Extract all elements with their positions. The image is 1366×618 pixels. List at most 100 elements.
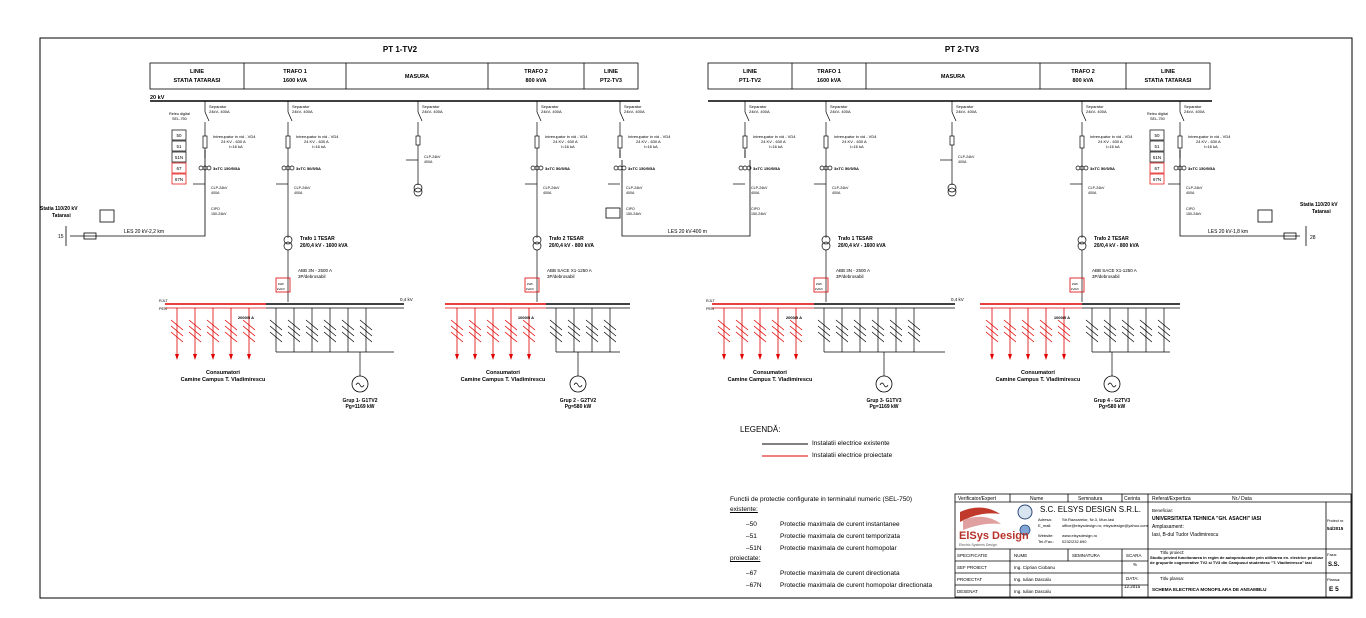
breaker-rating: 24 KV - 630 A [553,139,578,144]
tb-scara: SCARA [1126,553,1142,558]
meter-kwh: kWh [278,282,284,286]
s2-cell-linie: LINIE [743,69,757,75]
s1-cell-trafo1: TRAFO 1 [283,69,307,75]
breaker-label: Intrerupator in vid - VD4 [628,134,671,139]
function-text: Protectie maximala de curent directionat… [780,570,900,577]
station-1-title: PT 1-TV2 [383,45,418,54]
statia-right-1: Statia 110/20 kV [1300,202,1338,208]
breaker-ik: I=16 kA [1204,144,1218,149]
cipo-label: CIPO [1186,207,1195,211]
separator-label: Separator [830,104,848,109]
les-lines [65,150,1307,246]
relay-code-51N: 51N [175,155,183,160]
tb-scara-val: % [1133,562,1137,567]
ct-label: 3xTC 150/5/5A [1188,166,1215,171]
tb-titlu-plansa-lbl: Titlu plansa: [1160,576,1184,581]
cipo-rating: 150-24kV [1186,212,1202,216]
ct-label: 3xTC 150/5/5A [213,166,240,171]
tb-adresa-lbl: Adresa: [1038,517,1052,522]
legend-projected-text: Instalatii electrice proiectate [812,452,893,459]
breaker-ik: I=16 kA [561,144,575,149]
trafo-rating: 20/0,4 kV - 800 kVA [1094,243,1139,249]
trafo-label: Trafo 2 TESAR [1094,236,1129,242]
cipo-label: CIPO [751,207,760,211]
clp-label: CLP-24kV [424,155,441,159]
relay-code-67: 67 [176,166,182,171]
les-right-label: LES 20 kV-1,8 km [1208,229,1248,235]
tb-plansa: E 5 [1329,586,1339,593]
clp-rating: 400A [1186,191,1195,195]
station-2-title: PT 2-TV3 [945,45,980,54]
trafo-rating: 20/0,4 kV - 1600 kVA [838,243,886,249]
legend-existente: existente: [730,506,758,513]
meter-kvarh: kVArh [1071,287,1079,291]
meter-kwh: kWh [1072,282,1078,286]
s2-cell-trafo1: TRAFO 1 [817,69,841,75]
cipo-rating: 150-24kV [211,212,227,216]
tb-faza: S.S. [1328,562,1340,568]
clp-rating: 400A [958,160,967,164]
separator-label: Separator [209,104,227,109]
separator-rating: 24kV- 400A [541,109,562,114]
legend-existing-text: Instalatii electrice existente [812,440,890,447]
consumer-label: Consumatori [486,370,520,376]
tb-proiectat: PROIECTAT [957,577,982,582]
statia-right-2: Tatarasi [1312,209,1331,215]
lv-ct-label: 1000/5 A [518,315,534,320]
meter-kwh: kWh [527,282,533,286]
statia-left-2: Tatarasi [52,213,71,219]
tb-faza-lbl: Faza: [1327,552,1337,557]
ct-label: 3xTC 50/5/5A [545,166,570,171]
rjlt-label: RJLT [159,299,168,303]
consumer-label: Consumatori [1021,370,1055,376]
ct-label: 3xTC 150/5/5A [628,166,655,171]
s2-cell-trafo2: TRAFO 2 [1071,69,1095,75]
logo-sub: Electric Systems Design [959,543,997,547]
lv-ct-label: 1000/5 A [1054,315,1070,320]
cell-right-number: 28 [1310,235,1316,241]
tb-sef-proiect: SEF PROIECT [957,565,987,570]
tb-semnatura2: SEMNATURA [1072,553,1100,558]
abb-breaker-label: ABB SACE X1-1250 A [1092,268,1137,273]
clp-rating: 400A [1088,191,1097,195]
clp-rating: 400A [626,191,635,195]
breaker-ik: I=16 kA [850,144,864,149]
separator-label: Separator [749,104,767,109]
clp-label: CLP-24kV [1088,186,1105,190]
breaker-rating: 24 KV - 630 A [842,139,867,144]
separator-rating: 24kV- 400A [956,109,977,114]
s1-cell-statia: STATIA TATARASI [174,78,221,84]
breaker-rating: 24 KV - 630 A [221,139,246,144]
bay-line-4 [608,101,627,185]
abb-breaker-label: ABB 3N - 2500 A [836,268,870,273]
tb-company: S.C. ELSYS DESIGN S.R.L. [1040,505,1141,514]
bus-04kv-label: 0,4 kV [951,297,964,302]
relay-code-67N: 67N [1153,177,1161,182]
tb-adresa: Str.Razoarelor, Nr.3, Mun.Iasi [1062,517,1114,522]
clp-label: CLP-24kV [543,186,560,190]
bay-masura-7 [940,101,957,197]
elsys-logo: ElSys Design Electric Systems Design [959,504,1033,547]
pen-label: PEN [706,307,714,311]
breaker-label: Intrerupator in vid - VD4 [296,134,339,139]
s1-cell-trafo2: TRAFO 2 [524,69,548,75]
s2-cell-masura: MASURA [941,74,965,80]
s1-cell-1600: 1600 kVA [283,78,307,84]
breaker-ik: I=16 kA [769,144,783,149]
tb-semnatura: Semnatura [1078,496,1103,502]
consumer-label: Consumatori [753,370,787,376]
separator-label: Separator [422,104,440,109]
bay-trafo-8 [1070,101,1089,302]
tb-email-lbl: E_mail: [1038,523,1051,528]
tb-beneficiar: UNIVERSITATEA TEHNICA "GH. ASACHI" IASI [1152,516,1262,522]
tb-cerinta: Cerinta [1124,496,1140,502]
les-mid-label: LES 20 kV-400 m [668,229,707,235]
title-block [954,493,1352,598]
clp-rating: 400A [211,191,220,195]
